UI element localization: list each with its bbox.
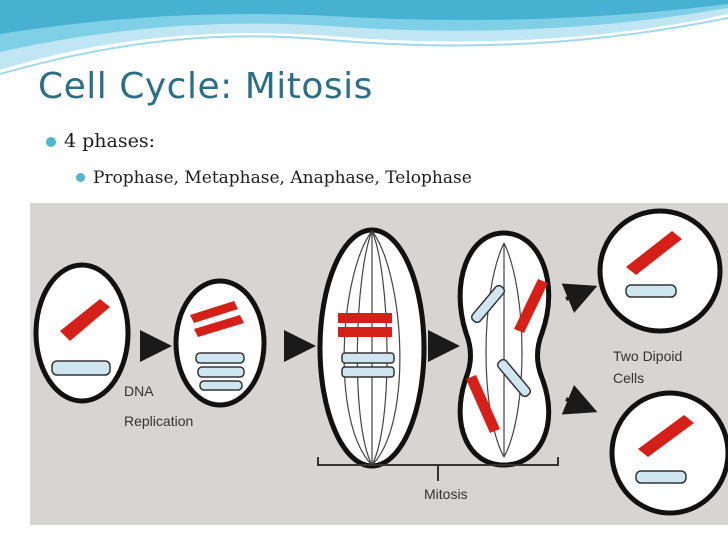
chromosome-blue (51, 360, 111, 376)
chromosome-blue (195, 352, 245, 364)
slide-title: Cell Cycle: Mitosis (38, 66, 373, 107)
chromosome-red (638, 415, 694, 457)
arrow-icon (561, 283, 598, 313)
chromosome-blue (625, 284, 677, 298)
daughter-cell-bottom (609, 390, 728, 516)
chromosome-blue (635, 470, 687, 484)
metaphase-cell (317, 227, 427, 469)
chromosome-blue (197, 366, 245, 378)
label-dna: DNA (124, 383, 154, 399)
chromosome-red (338, 327, 392, 337)
chromosome-red (194, 315, 244, 337)
chromosome-red (626, 231, 682, 275)
daughter-cell-top (597, 208, 723, 334)
chromosome-red (338, 313, 392, 323)
chromosome-blue (341, 366, 395, 378)
chromosome-blue (496, 358, 532, 398)
chromosome-red (60, 299, 110, 341)
chromosome-blue (199, 380, 243, 391)
label-cells: Cells (613, 370, 644, 386)
label-replication: Replication (124, 413, 193, 429)
label-two-dipoid: Two Dipoid (613, 348, 682, 364)
bullet-level1: 4 phases: (64, 130, 156, 152)
bullet-dot-icon (76, 173, 85, 182)
parent-cell (33, 262, 131, 404)
replicated-cell (173, 278, 267, 408)
bullet-dot-icon (46, 137, 56, 147)
mitosis-diagram: DNA Replication Two Dipoid (30, 203, 728, 525)
chromosome-blue (341, 352, 395, 364)
mitosis-bracket (317, 457, 559, 481)
label-mitosis: Mitosis (424, 486, 468, 502)
dividing-cell (457, 230, 552, 468)
bullet-level2: Prophase, Metaphase, Anaphase, Telophase (93, 168, 472, 188)
chromosome-red (466, 375, 500, 433)
arrow-icon (561, 385, 598, 415)
chromosome-blue (470, 284, 506, 324)
chromosome-red (514, 279, 548, 333)
header-wave-decoration (0, 0, 728, 75)
chromosome-red (190, 301, 238, 323)
